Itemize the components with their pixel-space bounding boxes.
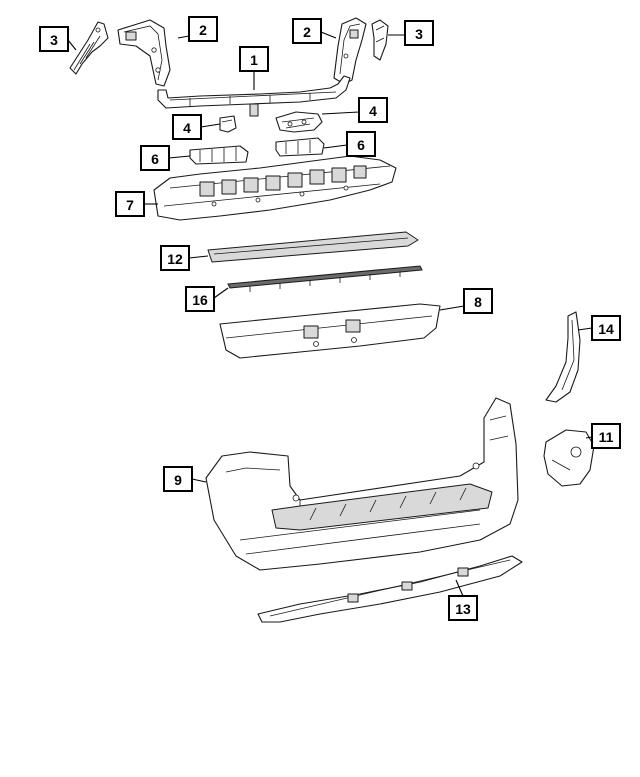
callout-number: 4 <box>183 120 191 136</box>
callout-12: 12 <box>160 245 209 271</box>
part-2-left-bracket <box>117 19 171 87</box>
callout-number: 4 <box>369 103 377 119</box>
leader-line <box>200 123 221 128</box>
part-4-small-bracket <box>219 115 237 133</box>
part-7-impact-absorber <box>153 155 397 221</box>
callout-6: 6 <box>140 145 191 171</box>
callout-1: 1 <box>239 46 269 90</box>
part-3-left-bracket <box>69 21 109 75</box>
callout-box <box>292 18 322 44</box>
leader-line <box>168 155 191 159</box>
callout-3: 3 <box>388 20 434 46</box>
callout-box <box>185 286 215 312</box>
callout-2: 2 <box>292 18 337 44</box>
callout-9: 9 <box>163 466 207 492</box>
leader-line <box>213 287 229 299</box>
part-2-right-bracket <box>333 17 367 85</box>
callout-number: 6 <box>151 151 159 167</box>
part-6-absorber-right <box>275 137 325 157</box>
part-14-fascia-extension <box>545 311 581 403</box>
callout-number: 3 <box>415 26 423 42</box>
callout-7: 7 <box>115 191 158 217</box>
callout-number: 3 <box>50 32 58 48</box>
callout-box <box>188 16 218 42</box>
callout-box <box>404 20 434 46</box>
part-4-bracket <box>275 111 323 133</box>
callout-box <box>239 46 269 72</box>
leader-line <box>188 255 209 259</box>
leader-line <box>321 111 360 115</box>
callout-2: 2 <box>177 16 218 42</box>
callout-box <box>448 595 478 621</box>
callout-box <box>591 315 621 341</box>
callout-number: 2 <box>199 22 207 38</box>
callout-8: 8 <box>439 288 493 314</box>
leader-line <box>177 35 190 39</box>
callout-number: 1 <box>250 52 258 68</box>
callout-number: 11 <box>599 429 614 445</box>
part-16-retainer-strip <box>227 265 423 292</box>
callout-box <box>160 245 190 271</box>
callout-number: 14 <box>598 321 614 337</box>
callout-box <box>591 423 621 449</box>
callout-number: 8 <box>474 294 482 310</box>
callout-box <box>39 26 69 52</box>
callout-11: 11 <box>585 423 621 449</box>
leader-line <box>323 144 348 149</box>
callout-6: 6 <box>323 131 376 157</box>
callout-box <box>358 97 388 123</box>
part-12-step-pad <box>207 231 419 263</box>
callout-box <box>463 288 493 314</box>
part-6-absorber-left <box>189 145 249 165</box>
part-13-lower-valance <box>257 555 523 623</box>
callout-4: 4 <box>172 114 221 140</box>
callout-14: 14 <box>577 315 621 341</box>
callout-number: 9 <box>174 472 182 488</box>
callout-3: 3 <box>39 26 77 52</box>
part-1-reinforcement-rail <box>157 75 351 117</box>
callout-number: 6 <box>357 137 365 153</box>
leader-line <box>191 478 207 483</box>
callout-16: 16 <box>185 286 229 312</box>
callout-box <box>346 131 376 157</box>
leader-line <box>439 305 465 311</box>
callout-13: 13 <box>448 579 478 621</box>
callout-4: 4 <box>321 97 388 123</box>
leader-line <box>455 579 464 597</box>
callout-box <box>172 114 202 140</box>
callout-number: 2 <box>303 24 311 40</box>
leader-line <box>67 39 77 51</box>
callout-box <box>115 191 145 217</box>
part-9-bumper-fascia <box>205 397 519 571</box>
callout-box <box>163 466 193 492</box>
leader-line <box>320 31 337 39</box>
leader-line <box>577 327 593 331</box>
part-8-license-applique <box>219 303 441 359</box>
callout-number: 12 <box>167 251 183 267</box>
callout-number: 16 <box>192 292 208 308</box>
callout-box <box>140 145 170 171</box>
part-3-right-bracket <box>371 19 389 61</box>
callout-number: 13 <box>455 601 471 617</box>
callout-number: 7 <box>126 197 134 213</box>
part-11-corner-bracket <box>543 429 595 487</box>
